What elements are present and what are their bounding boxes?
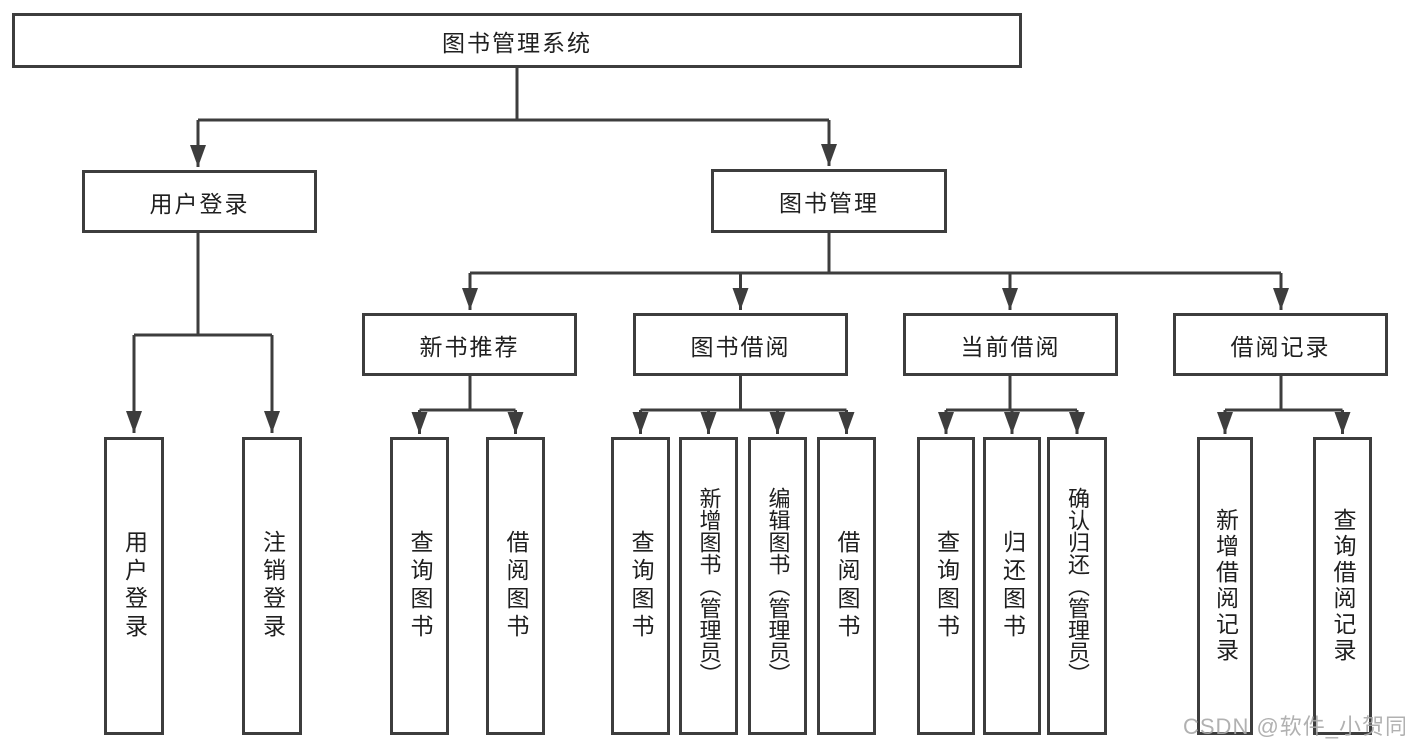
node-user-login: 用户登录 xyxy=(82,170,317,233)
leaf-add-borrow-record: 新增借阅记录 xyxy=(1197,437,1253,735)
leaf-logout: 注销登录 xyxy=(242,437,302,735)
leaf-return-book: 归还图书 xyxy=(983,437,1041,735)
leaf-borrow-books: 借阅图书 xyxy=(817,437,876,735)
node-book-borrow: 图书借阅 xyxy=(633,313,848,376)
node-root: 图书管理系统 xyxy=(12,13,1022,68)
leaf-edit-book-admin: 编辑图书（管理员） xyxy=(748,437,807,735)
leaf-confirm-return-admin: 确认归还（管理员） xyxy=(1047,437,1107,735)
leaf-borrow-books-recommend: 借阅图书 xyxy=(486,437,545,735)
leaf-add-book-admin: 新增图书（管理员） xyxy=(679,437,738,735)
leaf-user-login: 用户登录 xyxy=(104,437,164,735)
node-book-management: 图书管理 xyxy=(711,169,947,233)
leaf-query-books-borrow: 查询图书 xyxy=(611,437,670,735)
leaf-query-borrow-record: 查询借阅记录 xyxy=(1313,437,1372,735)
leaf-query-books-recommend: 查询图书 xyxy=(390,437,449,735)
node-current-borrow: 当前借阅 xyxy=(903,313,1118,376)
leaf-query-books-current: 查询图书 xyxy=(917,437,975,735)
node-borrow-records: 借阅记录 xyxy=(1173,313,1388,376)
csdn-watermark: CSDN @软件_小贺同学 xyxy=(1183,714,1405,739)
node-new-book-recommend: 新书推荐 xyxy=(362,313,577,376)
